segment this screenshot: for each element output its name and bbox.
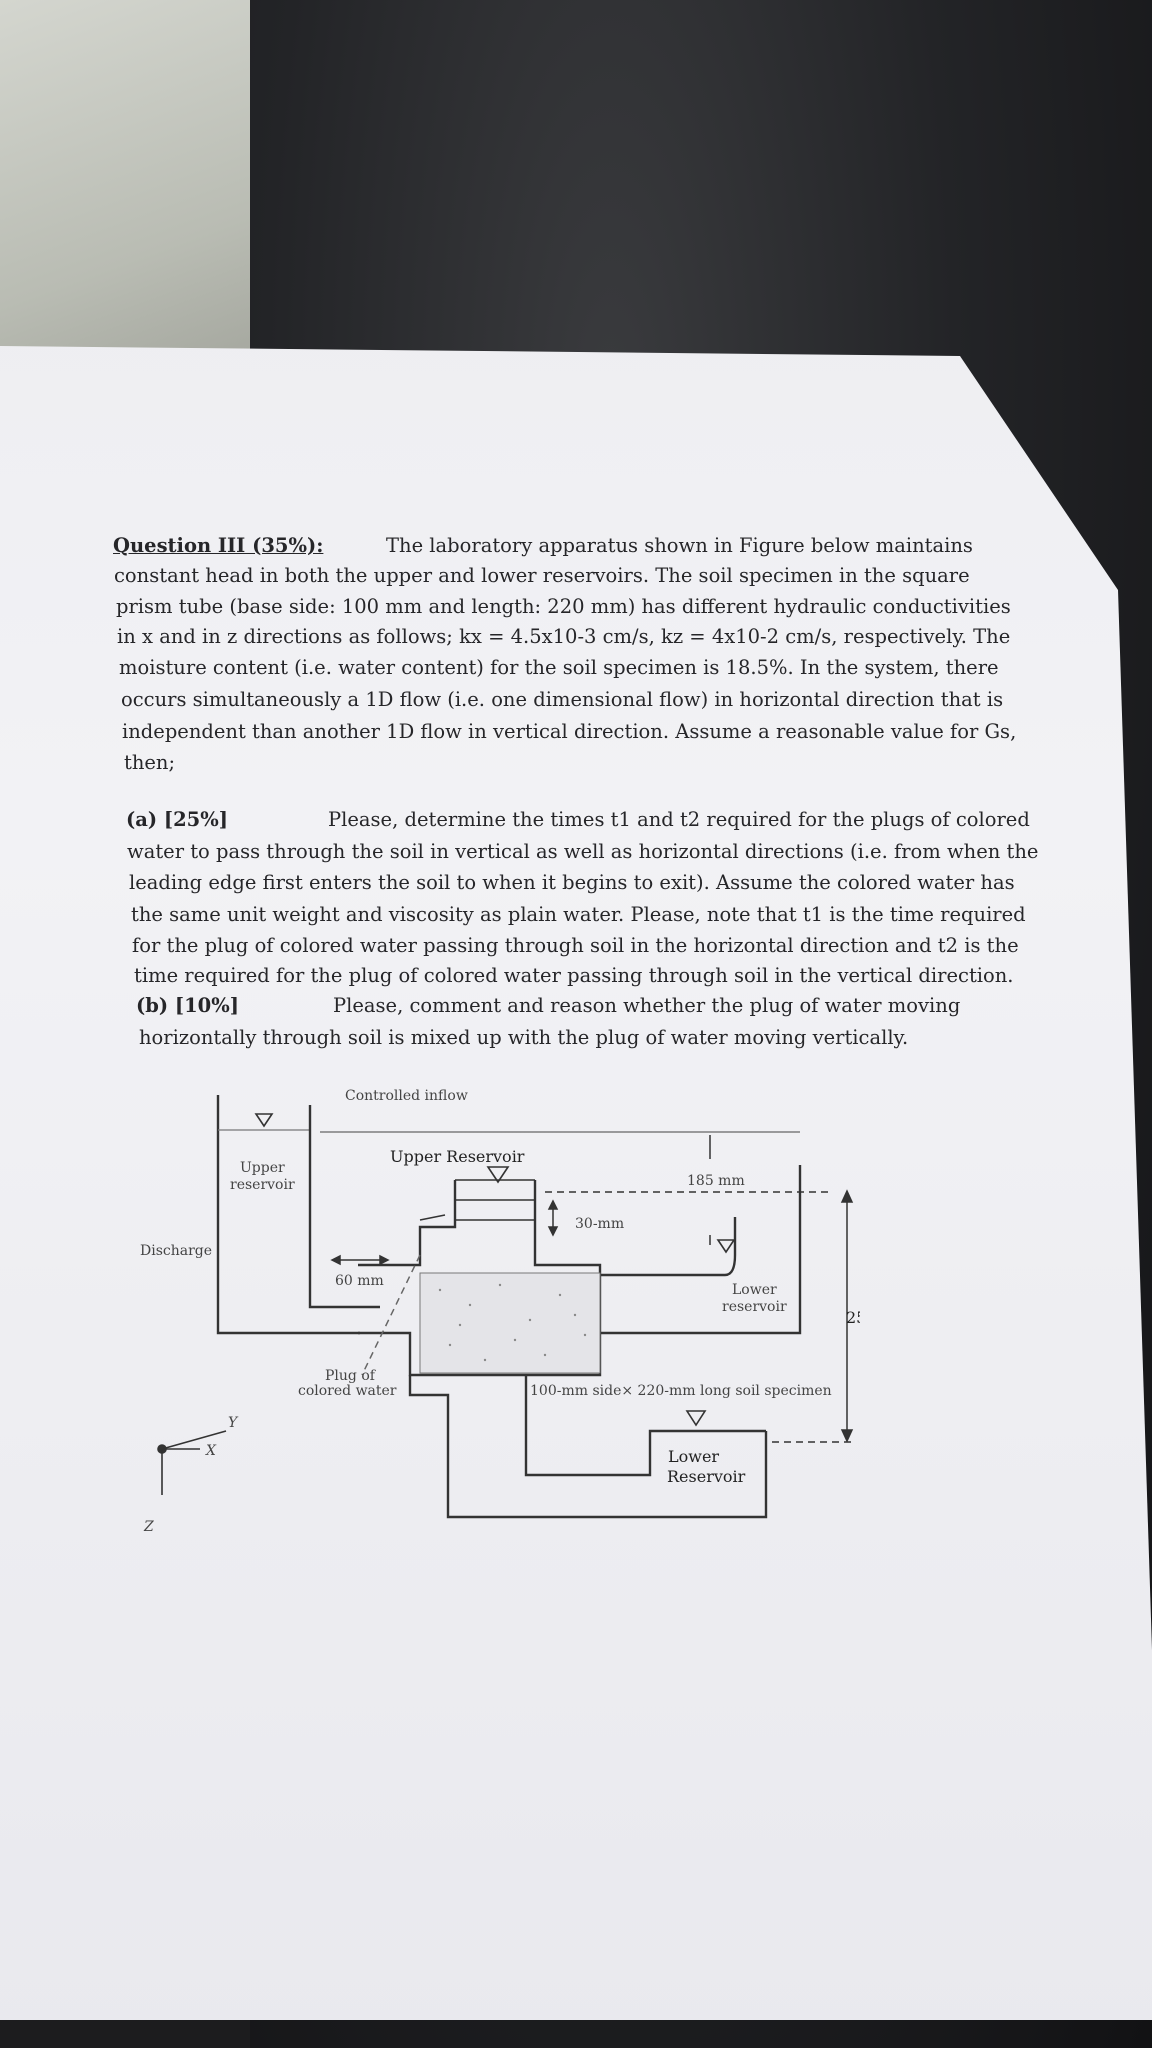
lower-small-reservoir-left: [600, 1217, 737, 1277]
intro-line-3: prism tube (base side: 100 mm and length…: [116, 595, 1011, 618]
label-185mm: 185 mm: [687, 1173, 745, 1189]
label-specimen: 100-mm side× 220-mm long soil specimen: [530, 1383, 832, 1399]
axes: [157, 1430, 227, 1495]
label-axis-x: X: [205, 1443, 217, 1459]
soil-specimen: [419, 1272, 601, 1374]
part-b-line-1: Please, comment and reason whether the p…: [333, 994, 961, 1017]
label-lower-small-2: reservoir: [722, 1299, 787, 1315]
label-upper-reservoir: Upper Reservoir: [390, 1147, 525, 1166]
label-plug-2: colored water: [298, 1383, 397, 1399]
upper-reservoir-outline: [216, 1095, 360, 1335]
upper-reservoir-water-symbol: [486, 1166, 510, 1184]
label-250mm: 250 mm: [846, 1308, 860, 1327]
soil-specimen-dots: [438, 1283, 587, 1362]
lower-reservoir-outline: [524, 1375, 766, 1477]
plug-path-dashed: [361, 1254, 421, 1376]
label-axis-y: Y: [228, 1415, 239, 1431]
label-upper-left-2: reservoir: [230, 1177, 295, 1193]
label-60mm: 60 mm: [335, 1273, 384, 1289]
intro-line-7: independent than another 1D flow in vert…: [122, 720, 1017, 743]
question-heading: Question III (35%):: [113, 534, 324, 557]
lower-small-reservoir-right: [600, 1165, 802, 1335]
intro-line-8: then;: [124, 751, 176, 774]
label-axis-z: Z: [143, 1519, 154, 1535]
label-discharge: Discharge: [140, 1243, 212, 1259]
part-a-line-4: the same unit weight and viscosity as pl…: [131, 903, 1026, 926]
part-b-label: (b) [10%]: [136, 994, 239, 1017]
intro-line-1: The laboratory apparatus shown in Figure…: [386, 534, 973, 557]
label-upper-left-1: Upper: [240, 1160, 285, 1176]
intro-line-2: constant head in both the upper and lowe…: [114, 564, 970, 587]
lower-outlet-channel: [408, 1375, 768, 1519]
part-a-line-5: for the plug of colored water passing th…: [132, 934, 1019, 957]
question-heading-line: Question III (35%):: [113, 531, 323, 561]
label-controlled-inflow: Controlled inflow: [345, 1088, 468, 1104]
column-left: [358, 1180, 457, 1267]
intro-line-5: moisture content (i.e. water content) fo…: [119, 656, 999, 679]
label-plug-1: Plug of: [325, 1368, 377, 1384]
upper-left-water-symbol: [254, 1113, 274, 1128]
part-b-line-2: horizontally through soil is mixed up wi…: [139, 1026, 909, 1049]
lower-reservoir-water-symbol: [685, 1410, 707, 1427]
label-lower-reservoir-2: Reservoir: [667, 1467, 746, 1486]
part-a-line-1: Please, determine the times t1 and t2 re…: [328, 808, 1030, 831]
part-a-line-2: water to pass through the soil in vertic…: [127, 840, 1039, 863]
part-a-label: (a) [25%]: [126, 808, 228, 831]
label-lower-small-1: Lower: [732, 1282, 777, 1298]
apparatus-figure: Controlled inflow Upper reservoir Upper …: [140, 1088, 860, 1535]
discharge-water-symbol: [716, 1239, 736, 1254]
intro-line-6: occurs simultaneously a 1D flow (i.e. on…: [121, 688, 1004, 711]
label-lower-reservoir-1: Lower: [668, 1447, 719, 1466]
part-a-line-3: leading edge first enters the soil to wh…: [129, 871, 1015, 894]
inflow-wall: [308, 1105, 380, 1309]
label-30mm: 30-mm: [575, 1216, 624, 1232]
intro-line-4: in x and in z directions as follows; kx …: [117, 625, 1011, 648]
part-a-line-6: time required for the plug of colored wa…: [134, 964, 1014, 987]
